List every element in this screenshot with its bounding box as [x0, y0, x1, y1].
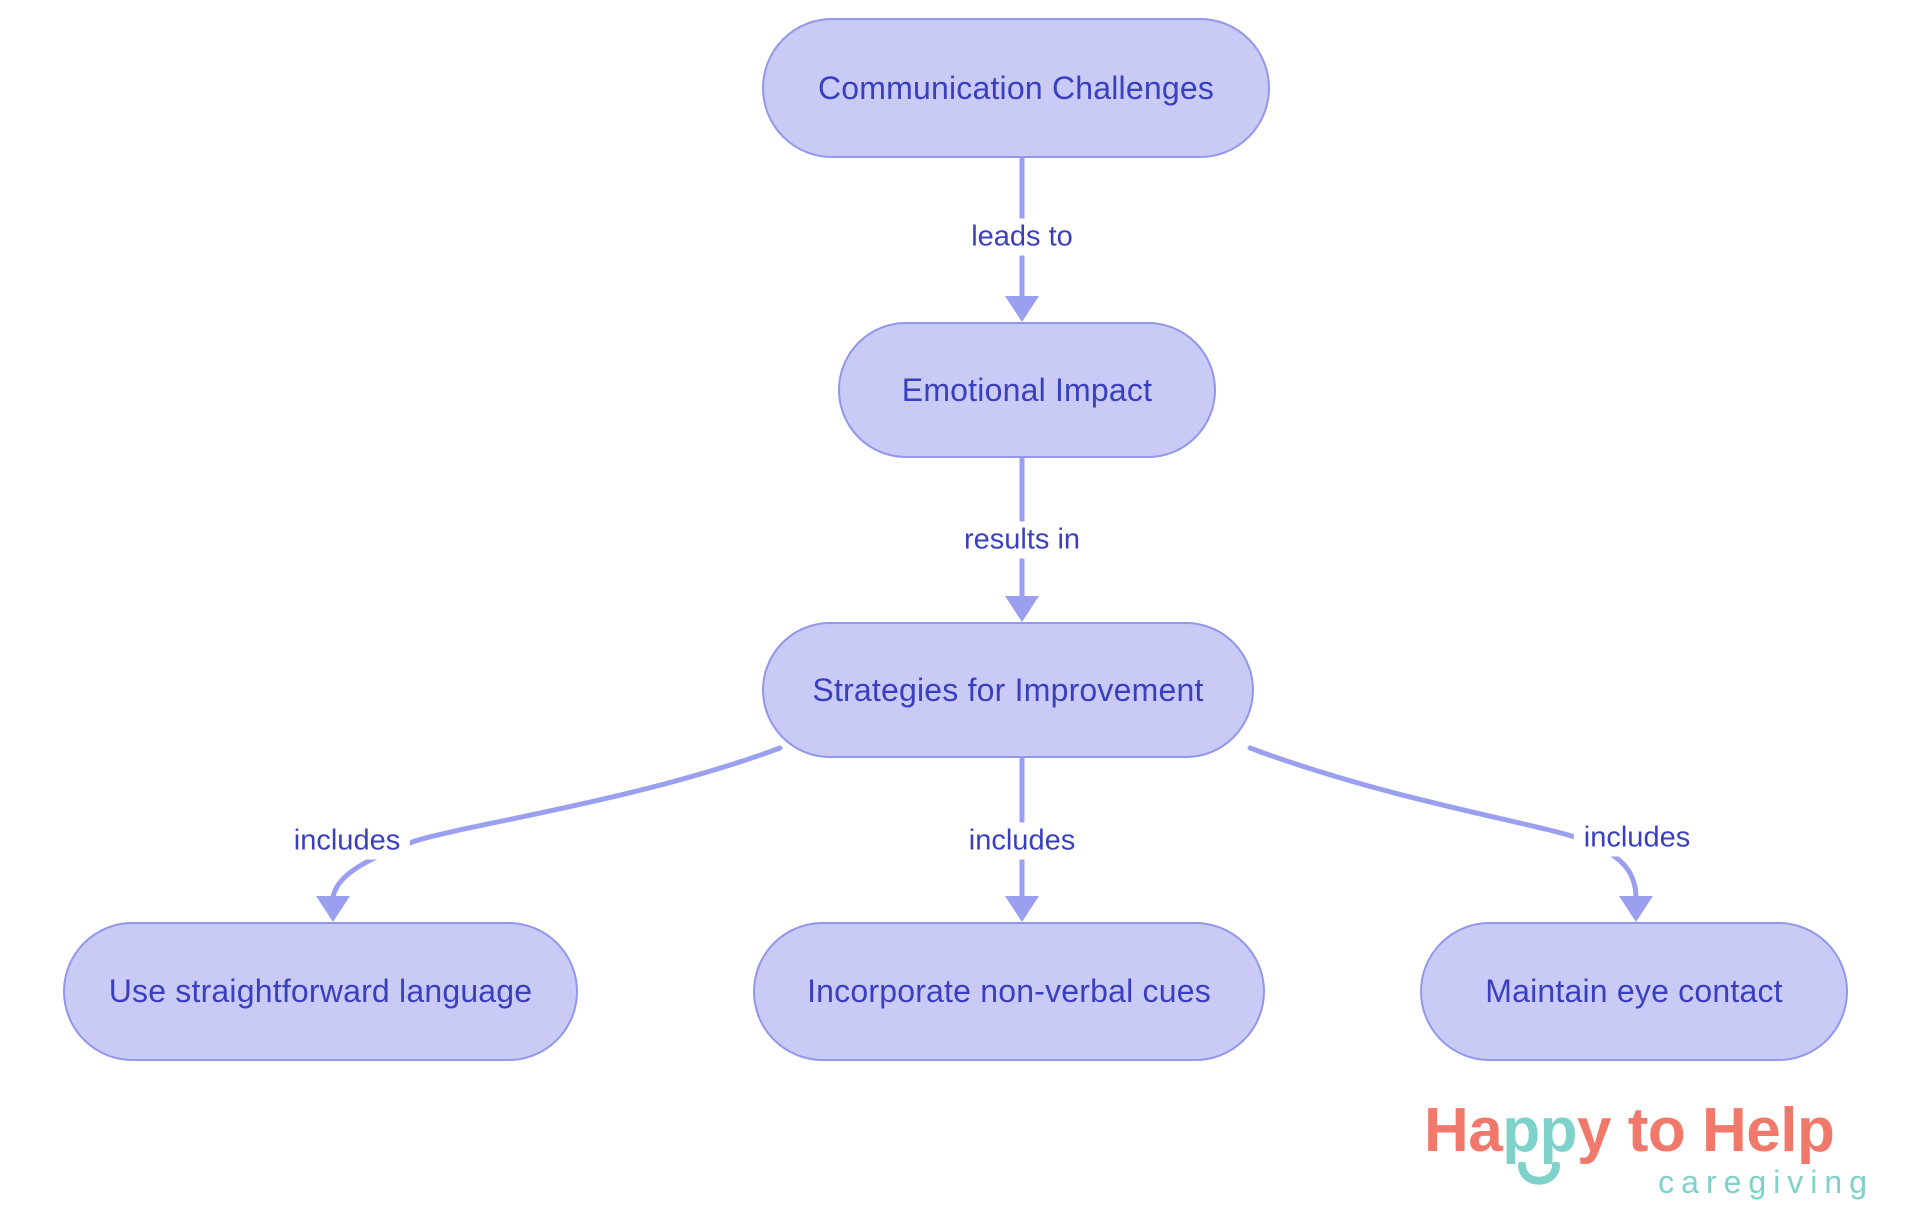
logo-wordmark-part1: Ha [1424, 1096, 1503, 1165]
logo-tagline: caregiving [1658, 1164, 1874, 1200]
node-strategies-for-improvement-label: Strategies for Improvement [812, 671, 1204, 708]
logo-wordmark: Happy to Help [1424, 1100, 1876, 1162]
edge-label-results-in: results in [953, 521, 1091, 559]
node-use-straightforward-language-label: Use straightforward language [108, 973, 533, 1009]
node-communication-challenges-label: Communication Challenges [817, 69, 1215, 106]
node-incorporate-non-verbal-cues: Incorporate non-verbal cues [753, 922, 1265, 1061]
node-maintain-eye-contact-label: Maintain eye contact [1485, 973, 1783, 1009]
logo-wordmark-part3: y to Help [1577, 1096, 1835, 1165]
edge-label-includes-middle: includes [958, 822, 1086, 860]
node-maintain-eye-contact: Maintain eye contact [1420, 922, 1848, 1061]
edge-leads-to-arrowhead-icon [1005, 296, 1039, 322]
node-strategies-for-improvement: Strategies for Improvement [762, 622, 1254, 758]
logo-wordmark-part2: pp [1502, 1096, 1578, 1165]
node-emotional-impact: Emotional Impact [838, 322, 1216, 458]
node-emotional-impact-label: Emotional Impact [901, 371, 1153, 408]
node-use-straightforward-language: Use straightforward language [63, 922, 578, 1061]
edge-label-leads-to: leads to [961, 218, 1083, 256]
happy-to-help-logo: Happy to Help caregiving [1424, 1100, 1876, 1201]
edge-includes-right-line [1247, 745, 1639, 901]
edge-includes-left-line [330, 745, 783, 901]
node-incorporate-non-verbal-cues-label: Incorporate non-verbal cues [807, 973, 1211, 1009]
smile-icon [1518, 1162, 1560, 1185]
edge-includes-middle-arrowhead-icon [1005, 896, 1039, 922]
edge-label-includes-right: includes [1573, 819, 1701, 857]
edge-includes-left-arrowhead-icon [316, 896, 350, 922]
edge-includes-right-arrowhead-icon [1619, 896, 1653, 922]
node-communication-challenges: Communication Challenges [762, 18, 1270, 158]
edge-label-includes-left: includes [283, 822, 411, 860]
edge-results-in-arrowhead-icon [1005, 596, 1039, 622]
